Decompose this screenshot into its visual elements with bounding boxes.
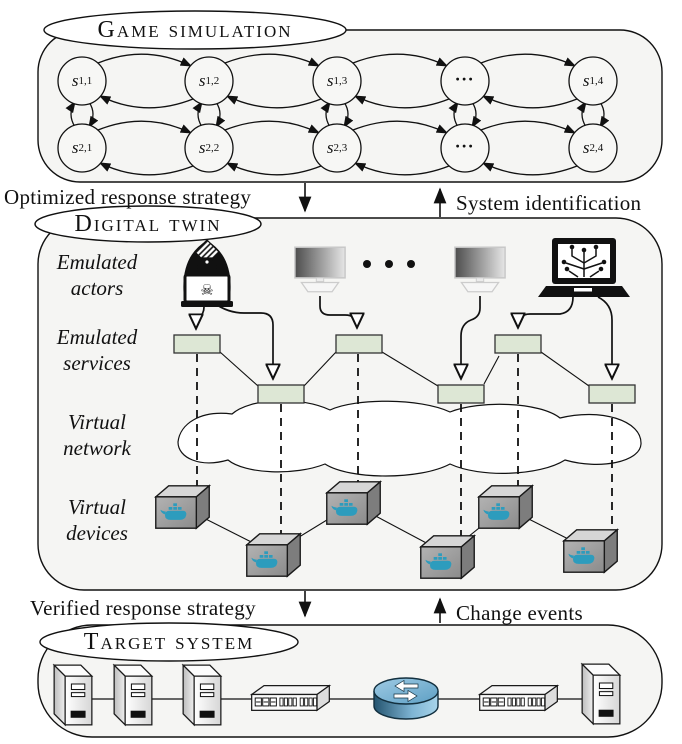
digital-twin-title: Digital twin bbox=[74, 211, 222, 237]
row-label-line: devices bbox=[66, 521, 128, 545]
virtual-network-label: Virtual network bbox=[32, 409, 162, 461]
state-node bbox=[57, 123, 107, 173]
row-label-line: Emulated bbox=[56, 325, 138, 349]
row-label-line: Virtual bbox=[68, 495, 126, 519]
server-icon bbox=[113, 664, 153, 726]
state-nodes bbox=[57, 56, 618, 173]
row-label-line: services bbox=[63, 351, 131, 375]
state-label-ellipsis: ··· bbox=[455, 68, 475, 89]
server-icon bbox=[581, 663, 621, 725]
server-icon bbox=[53, 664, 93, 726]
router-icon bbox=[373, 677, 439, 720]
state-node bbox=[57, 56, 107, 106]
container-device-icon bbox=[420, 535, 475, 579]
server-icon bbox=[182, 664, 222, 726]
container-device-icon bbox=[563, 529, 618, 573]
service-box bbox=[437, 384, 485, 404]
row-label-line: actors bbox=[70, 276, 124, 300]
service-chain-links bbox=[219, 351, 590, 387]
virtual-devices-label: Virtual devices bbox=[32, 494, 162, 546]
service-box bbox=[588, 384, 636, 404]
virtual-network-cloud bbox=[177, 400, 642, 477]
circuit-laptop-icon bbox=[538, 238, 630, 297]
actor-service-connectors bbox=[196, 296, 612, 377]
optimized-strategy-label: Optimized response strategy bbox=[4, 185, 252, 209]
container-device-icon bbox=[246, 533, 301, 577]
target-system-title: Target system bbox=[83, 629, 255, 655]
service-box bbox=[335, 334, 383, 354]
verified-strategy-label: Verified response strategy bbox=[30, 596, 256, 620]
container-device-icon bbox=[155, 485, 210, 529]
system-identification-label: System identification bbox=[456, 191, 642, 215]
state-node bbox=[312, 123, 362, 173]
row-label-line: Emulated bbox=[56, 250, 138, 274]
emulated-service-boxes bbox=[173, 334, 636, 404]
game-title-ellipse bbox=[43, 10, 347, 50]
change-events-label: Change events bbox=[456, 601, 583, 625]
state-label-ellipsis: ··· bbox=[455, 135, 475, 156]
container-device-icon bbox=[326, 481, 381, 525]
service-box bbox=[257, 384, 305, 404]
switch-icon bbox=[251, 685, 330, 711]
container-device-icon bbox=[478, 485, 533, 529]
state-node bbox=[440, 56, 490, 106]
game-simulation-title: Game simulation bbox=[97, 17, 293, 43]
bottom-flow-arrows bbox=[298, 591, 447, 623]
state-node bbox=[568, 123, 618, 173]
state-node bbox=[568, 56, 618, 106]
hacker-actor-icon: ☠ bbox=[181, 239, 233, 307]
state-node bbox=[440, 123, 490, 173]
emulated-actors-label: Emulated actors bbox=[32, 249, 162, 301]
ellipsis-icon bbox=[363, 260, 415, 268]
row-label-line: Virtual bbox=[68, 410, 126, 434]
state-node bbox=[184, 56, 234, 106]
top-flow-arrows bbox=[298, 183, 447, 217]
switch-icon bbox=[479, 685, 558, 711]
service-box bbox=[173, 334, 221, 354]
service-box bbox=[494, 334, 542, 354]
emulated-services-label: Emulated services bbox=[32, 324, 162, 376]
row-label-line: network bbox=[63, 436, 131, 460]
skull-icon: ☠ bbox=[200, 283, 213, 299]
state-node bbox=[312, 56, 362, 106]
twin-title-ellipse bbox=[34, 205, 262, 243]
target-title-ellipse bbox=[39, 622, 299, 662]
service-device-dashed-links bbox=[196, 354, 613, 537]
state-node bbox=[184, 123, 234, 173]
